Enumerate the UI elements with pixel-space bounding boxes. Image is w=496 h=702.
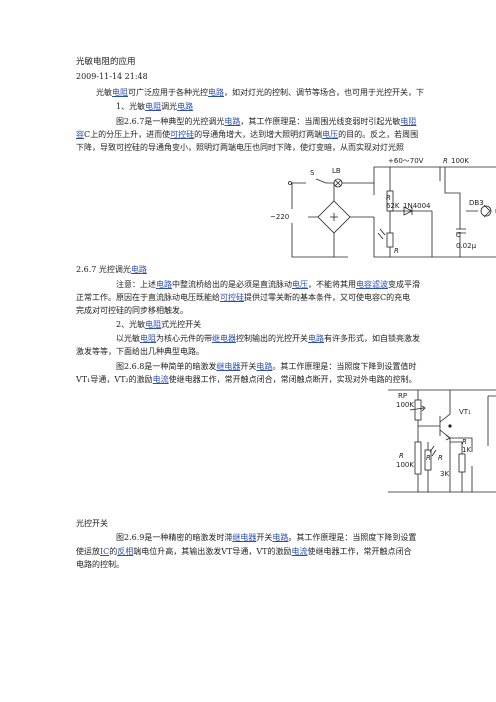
link-resistor[interactable]: 电阻 [112, 88, 128, 97]
fig1-cap-label: C [456, 231, 461, 239]
fig2-r3-label: R [438, 454, 443, 462]
link-circuit[interactable]: 电路 [156, 280, 172, 289]
fig1-db3-label: DB3 [469, 199, 484, 207]
fig1-source-label: ~220 [270, 213, 289, 221]
link-circuit[interactable]: 电路 [308, 334, 324, 343]
link-thyristor[interactable]: 可控硅 [170, 130, 195, 139]
fig1-lamp-label: LB [332, 167, 341, 175]
figure-caption-2: 光控开关 [76, 519, 108, 528]
paragraph-6-line-2: 使运放IC的反相端电位升高，其输出激发VT导通，VT的激励电流使继电器工作，常开… [76, 547, 412, 556]
fig2-r1-label: R [399, 452, 404, 460]
link-resistor[interactable]: 电阻 [145, 320, 162, 329]
link-current[interactable]: 电流 [291, 547, 308, 556]
fig1-switch-label: S [310, 169, 315, 177]
link-capacitor[interactable]: 容 [76, 130, 84, 139]
section-heading-1: 1、光敏电阻调光电路 [116, 102, 194, 111]
link-circuit[interactable]: 电路 [177, 102, 194, 111]
doc-title: 光敏电阻的应用 [76, 57, 136, 67]
link-circuit[interactable]: 电路 [224, 117, 241, 126]
fig1-cap-value: 0.02μ [456, 242, 477, 250]
paragraph-2-line-3: 下降，导致可控硅的导通角变小，照明灯两端电压也同时下降，使灯变暗，从而实现对灯光… [76, 143, 404, 152]
paragraph-5-line-2: VT₁导通，VT₂的激励电流使继电器工作，常开触点闭合，常闭触点断开，实现对外电… [76, 375, 417, 384]
fig2-r3-value: 3K [440, 470, 449, 478]
link-thyristor[interactable]: 可控硅 [220, 293, 244, 302]
figure-caption-1: 2.6.7 光控调光电路 [76, 265, 147, 274]
fig1-rr-label: R [386, 194, 391, 202]
fig1-diode-label: 1N4004 [403, 202, 431, 210]
link-current[interactable]: 电流 [152, 375, 169, 384]
fig1-r1-label: R [443, 157, 448, 165]
paragraph-6-line-1: 图2.6.9是一种精密的暗激发时滞继电器开关电路。其工作原理是：当照度下降到设置 [116, 533, 417, 542]
link-circuit[interactable]: 电路 [130, 265, 147, 274]
link-voltage[interactable]: 电压 [292, 280, 308, 289]
link-circuit[interactable]: 电路 [208, 88, 224, 97]
doc-datetime: 2009-11-14 21:48 [76, 72, 148, 81]
link-inverting[interactable]: 反相 [117, 547, 134, 556]
paragraph-4-line-1: 以光敏电阻为核心元件的带继电器控制输出的光控开关电路有许多形式，如自锁亮激发 [116, 334, 420, 343]
link-ic[interactable]: IC [100, 547, 110, 556]
fig2-vt-label: VT₁ [459, 408, 471, 416]
figure-dimmer-schematic: +60～70V R 100K S LB R 62K 1N4004 DB3 ~22… [270, 157, 496, 258]
figure-relay-switch-schematic: RP 100K VT₁ R 100K R 1K R 3K R [388, 389, 496, 493]
paragraph-2-line-1: 图2.6.7是一种典型的光控调光电路，其工作原理是：当周围光线变弱时引起光敏电阻 [116, 117, 417, 126]
link-capacitor-filter[interactable]: 电容滤波 [356, 280, 388, 289]
paragraph-3-line-1: 注意：上述电路中整流桥给出的是必须是直流脉动电压，不能将其用电容滤波变成平滑 [116, 280, 420, 289]
fig2-r2-value: 1K [462, 446, 471, 454]
fig1-supply-voltage: +60～70V [388, 157, 424, 165]
link-resistor[interactable]: 电阻 [400, 117, 417, 126]
link-relay[interactable]: 继电器 [212, 334, 236, 343]
paragraph-6-line-3: 电路的控制。 [76, 560, 124, 569]
fig2-rp-value: 100K [396, 401, 414, 409]
paragraph-4-line-2: 激发等等，下面给出几种典型电路。 [76, 347, 204, 356]
paragraph-3-line-3: 完成对可控硅的同步移相触发。 [76, 306, 188, 315]
link-resistor[interactable]: 电阻 [140, 334, 156, 343]
paragraph-5-line-1: 图2.6.8是一种简单的暗激发继电器开关电路。其工作原理是：当照度下降到设置值时 [116, 362, 417, 371]
fig2-r2-label: R [462, 438, 467, 446]
fig1-ldr-label: R [394, 247, 399, 255]
link-relay[interactable]: 继电器 [232, 533, 257, 542]
paragraph-intro: 光敏电阻可广泛应用于各种光控电路，如对灯光的控制、调节等场合，也可用于光控开关，… [96, 88, 424, 97]
fig1-r1-value: 100K [451, 157, 469, 165]
link-resistor[interactable]: 电阻 [145, 102, 162, 111]
paragraph-2-line-2: 容C上的分压上升，进而使可控硅的导通角增大，达到增大照明灯两端电压的目的。反之，… [76, 130, 419, 139]
link-circuit[interactable]: 电路 [272, 533, 289, 542]
link-relay[interactable]: 继电器 [216, 362, 241, 371]
link-circuit[interactable]: 电路 [256, 362, 273, 371]
fig2-ldr-label: R [426, 454, 431, 462]
link-voltage[interactable]: 电压 [322, 130, 339, 139]
fig2-rp-label: RP [398, 392, 407, 400]
section-heading-2: 2、光敏电阻式光控开关 [116, 320, 202, 329]
fig2-r1-value: 100K [396, 461, 414, 469]
paragraph-3-line-2: 正常工作。原因在于直流脉动电压既能给可控硅提供过零关断的基本条件，又可使电容C的… [76, 293, 411, 302]
